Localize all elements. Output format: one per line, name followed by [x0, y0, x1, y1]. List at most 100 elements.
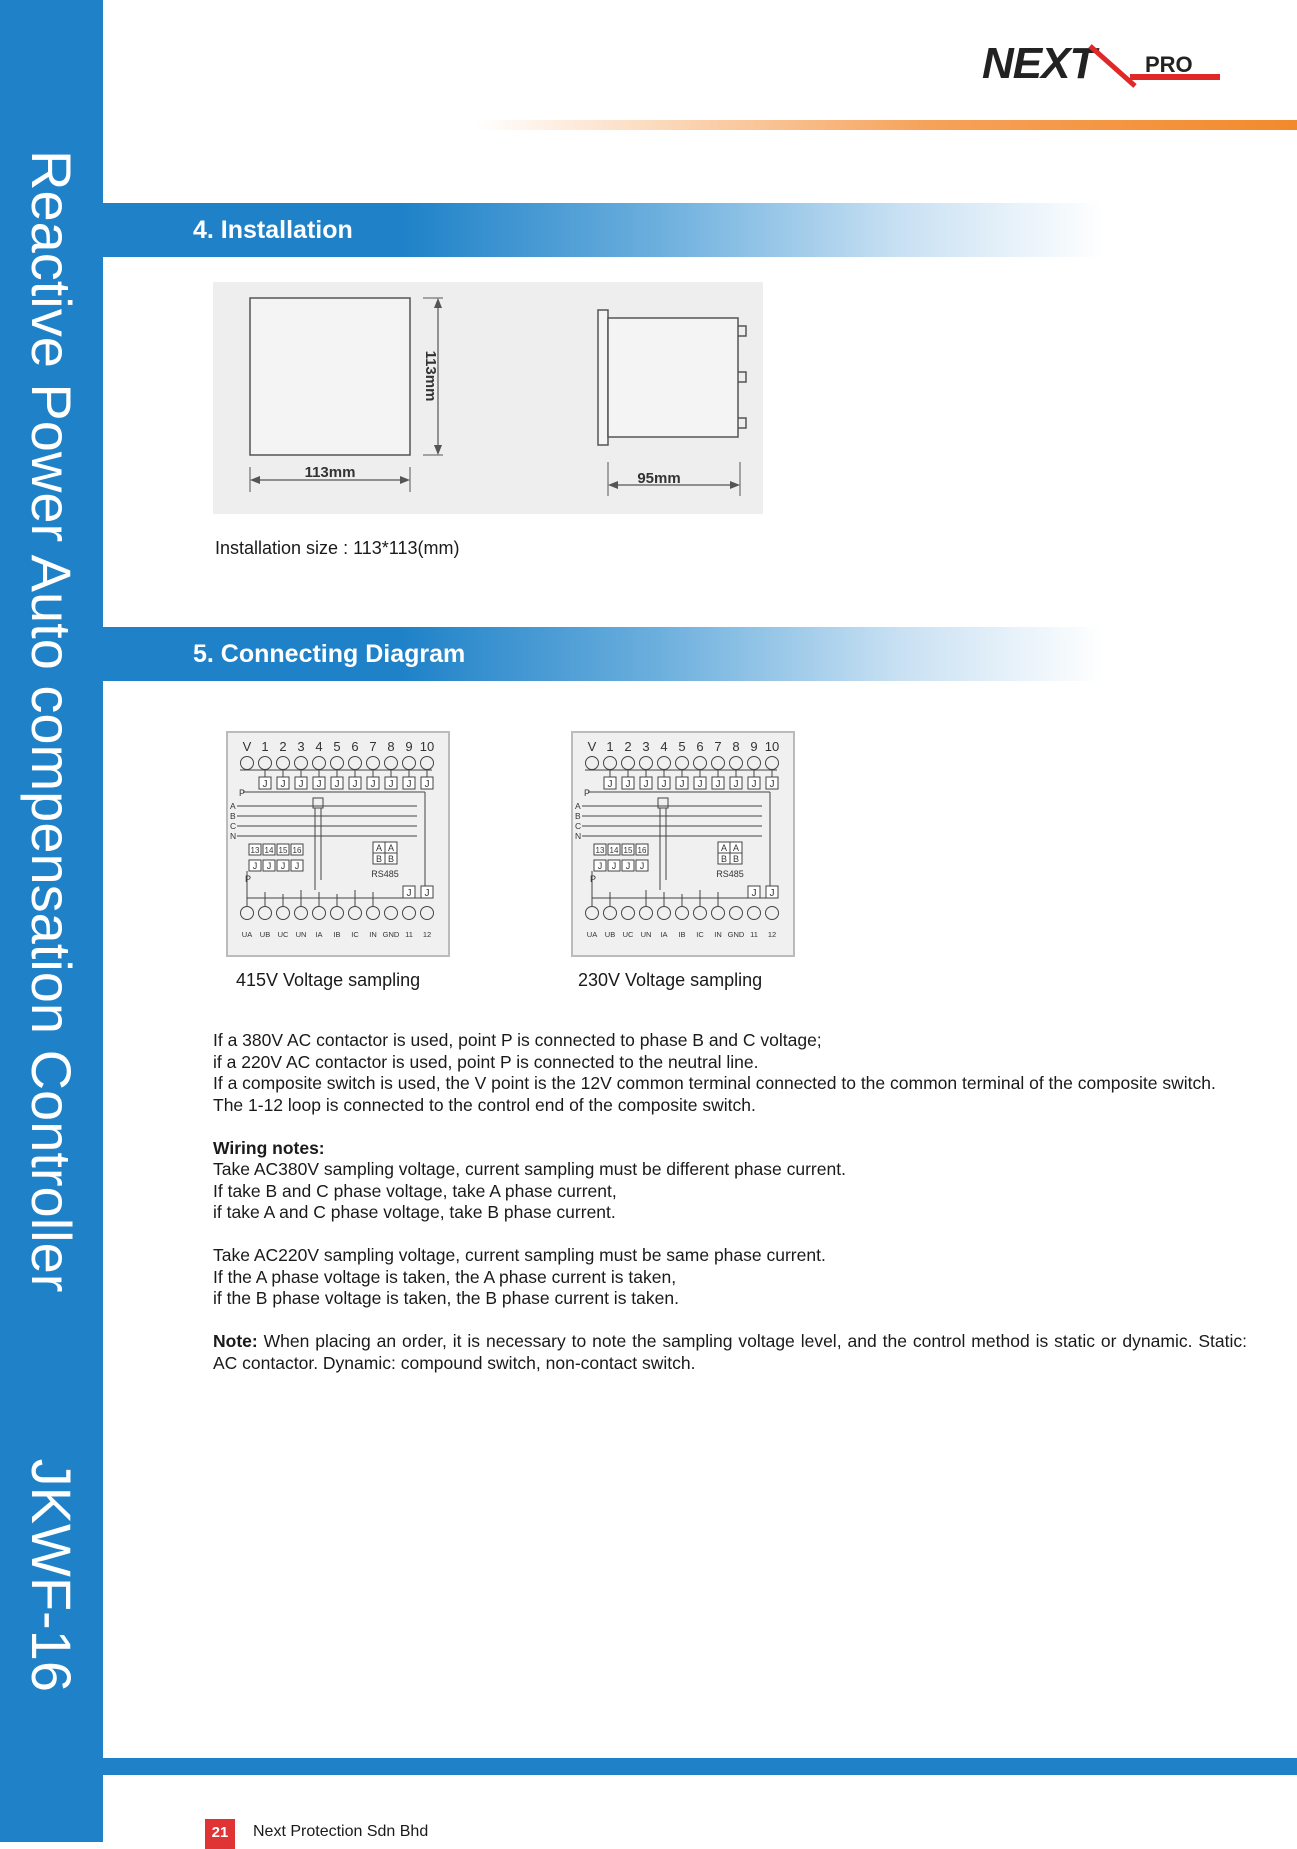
- aux-relay-box: [248, 859, 262, 872]
- relay-label: J: [389, 779, 394, 790]
- aux-relay-box: [262, 859, 276, 872]
- aux-terminal-box: [248, 843, 262, 856]
- aux-terminal-label: 16: [293, 846, 302, 855]
- aux-terminal-label: 14: [610, 846, 619, 855]
- aux-relay-box: [593, 859, 607, 872]
- phase-label: B: [575, 811, 581, 821]
- order-note-label: Note:: [213, 1331, 258, 1351]
- installation-dimension-figure: 113mm 113mm 95mm: [213, 282, 763, 514]
- rs485-terminal: [384, 852, 398, 865]
- aux-relay-box: [607, 859, 621, 872]
- relay-label: J: [281, 861, 286, 871]
- bottom-terminal-label: IC: [696, 930, 704, 939]
- bottom-terminal-label: UN: [296, 930, 307, 939]
- relay-label: J: [263, 779, 268, 790]
- relay-label: J: [626, 779, 631, 790]
- section-title-diagram: 5. Connecting Diagram: [193, 640, 466, 668]
- terminal-screw: [585, 906, 599, 920]
- top-terminal-label: 10: [765, 739, 779, 754]
- model-name: JKWF-16: [20, 1458, 83, 1692]
- rs485-terminal-label: B: [721, 854, 727, 864]
- wiring-line: Take AC220V sampling voltage, current sa…: [213, 1245, 826, 1265]
- relay-label: J: [640, 861, 645, 871]
- terminal-screw: [693, 906, 707, 920]
- bottom-terminal-label: UC: [278, 930, 289, 939]
- terminal-screw: [747, 906, 761, 920]
- terminal-screw: [639, 906, 653, 920]
- aux-terminal-label: 16: [638, 846, 647, 855]
- rs485-terminal: [729, 852, 743, 865]
- aux-terminal-box: [276, 843, 290, 856]
- wiring-line: If take B and C phase voltage, take A ph…: [213, 1180, 617, 1201]
- top-terminal-label: 2: [279, 739, 286, 754]
- note-line: The 1-12 loop is connected to the contro…: [213, 1094, 756, 1115]
- relay-label: J: [425, 779, 430, 790]
- current-transformer: [312, 797, 324, 809]
- rs485-label: RS485: [371, 869, 399, 879]
- relay-label: J: [752, 888, 757, 899]
- rs485-terminal-label: A: [376, 843, 382, 853]
- wiring-line: If the A phase voltage is taken, the A p…: [213, 1266, 677, 1287]
- terminal-screw: [729, 906, 743, 920]
- footer-company: Next Protection Sdn Bhd: [253, 1823, 429, 1840]
- section-header-diagram: 5. Connecting Diagram: [103, 627, 1103, 681]
- logo-text-pro: PRO: [1145, 52, 1193, 77]
- top-terminal-label: 6: [696, 739, 703, 754]
- header-rule: [475, 120, 1297, 130]
- aux-terminal-label: 13: [596, 846, 605, 855]
- aux-relay-box: [290, 859, 304, 872]
- phase-label: C: [575, 821, 581, 831]
- relay-label: J: [612, 861, 617, 871]
- bottom-terminal-label: 12: [423, 930, 431, 939]
- relay-label: J: [752, 779, 757, 790]
- relay-label: J: [662, 779, 667, 790]
- top-terminal-label: 6: [351, 739, 358, 754]
- bottom-terminal-label: GND: [383, 930, 400, 939]
- rs485-terminal-label: A: [721, 843, 727, 853]
- diagram-230v-caption: 230V Voltage sampling: [578, 970, 763, 990]
- relay-label: J: [770, 779, 775, 790]
- top-terminal-label: 9: [750, 739, 757, 754]
- order-note-text: When placing an order, it is necessary t…: [213, 1331, 1247, 1373]
- top-terminal-label: 7: [714, 739, 721, 754]
- point-p-label: P: [590, 874, 596, 884]
- footer-bar: [0, 1758, 1297, 1775]
- bottom-terminal-label: 12: [768, 930, 776, 939]
- note-line: If a composite switch is used, the V poi…: [213, 1073, 1216, 1093]
- aux-terminal-box: [290, 843, 304, 856]
- aux-relay-box: [621, 859, 635, 872]
- bottom-terminal-label: IA: [315, 930, 322, 939]
- terminal-screw: [276, 906, 290, 920]
- top-terminal-label: 4: [315, 739, 322, 754]
- wiring-line: Take AC380V sampling voltage, current sa…: [213, 1159, 846, 1179]
- bottom-terminal-label: UA: [587, 930, 597, 939]
- top-terminal-label: 5: [678, 739, 685, 754]
- terminal-screw: [657, 906, 671, 920]
- top-terminal-label: 1: [606, 739, 613, 754]
- section-header-installation: 4. Installation: [103, 203, 1103, 257]
- phase-label: N: [230, 831, 236, 841]
- bottom-terminal-label: UC: [623, 930, 634, 939]
- relay-label: J: [425, 888, 430, 899]
- terminal-screw: [711, 906, 725, 920]
- terminal-screw: [402, 906, 416, 920]
- relay-label: J: [734, 779, 739, 790]
- rs485-terminal-label: B: [733, 854, 739, 864]
- top-terminal-label: 2: [624, 739, 631, 754]
- wiring-notes-title: Wiring notes:: [213, 1137, 325, 1158]
- relay-label: J: [407, 888, 412, 899]
- relay-label: J: [335, 779, 340, 790]
- terminal-screw: [330, 906, 344, 920]
- dim-height-label: 113mm: [422, 351, 439, 402]
- top-terminal-label: 3: [642, 739, 649, 754]
- aux-terminal-box: [621, 843, 635, 856]
- aux-relay-box: [635, 859, 649, 872]
- bottom-terminal-label: UB: [260, 930, 270, 939]
- logo-text-next: NEXT: [982, 39, 1099, 88]
- terminal-screw: [621, 906, 635, 920]
- bottom-terminal-label: IA: [660, 930, 667, 939]
- relay-label: J: [608, 779, 613, 790]
- diagram-415v-caption: 415V Voltage sampling: [236, 970, 421, 990]
- top-terminal-label: 7: [369, 739, 376, 754]
